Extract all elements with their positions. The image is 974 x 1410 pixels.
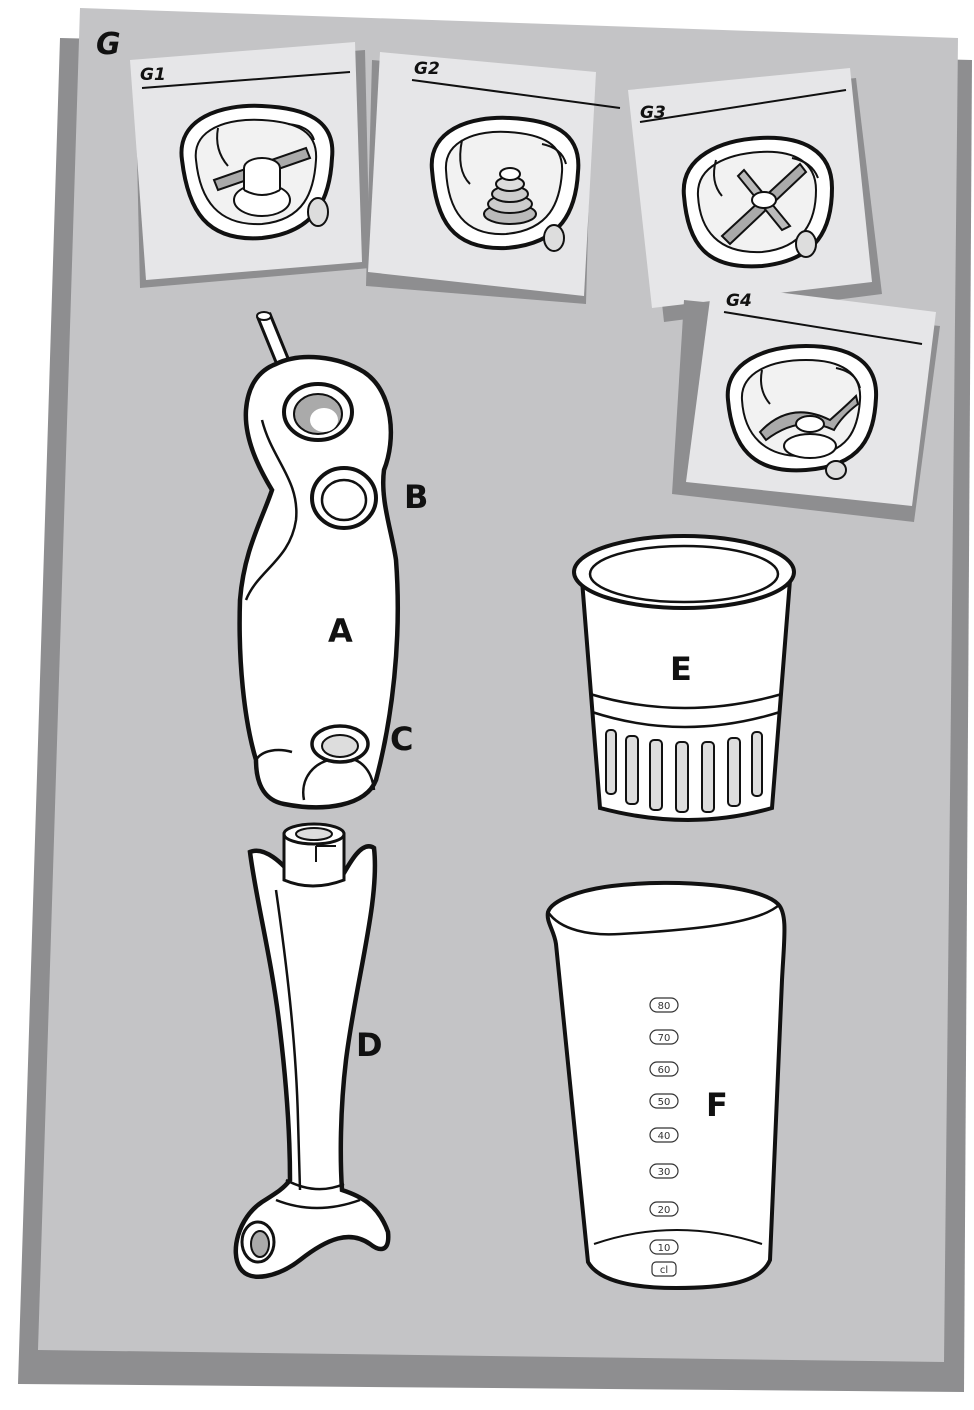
label-d: D [356,1026,383,1064]
bowl-top-view-icon [681,135,835,269]
inset-label: G1 [140,65,166,85]
svg-text:20: 20 [658,1205,671,1216]
label-b: B [404,478,428,516]
blender-shaft [233,822,391,1279]
inset-label: G4 [726,291,752,311]
graduation-mark: 40 [649,1127,679,1143]
label-f: F [706,1086,728,1124]
beaker-graduations: 80 70 60 50 40 30 20 10 cl [649,997,679,1277]
section-label: G [96,27,121,62]
inset-g2: G2 [366,52,621,304]
graduation-mark: 20 [649,1201,679,1217]
measuring-beaker: 80 70 60 50 40 30 20 10 cl [545,880,787,1291]
svg-text:cl: cl [660,1265,668,1276]
label-a: A [328,612,353,650]
svg-text:30: 30 [658,1167,671,1178]
speed-button-b [310,466,378,530]
svg-text:70: 70 [658,1033,671,1044]
graduation-mark: 50 [649,1093,679,1109]
svg-text:40: 40 [658,1131,671,1142]
bowl-vents [605,729,763,813]
inset-g4: G4 [672,284,940,522]
bowl-top-view-icon [725,343,879,480]
inset-g3: G3 [628,68,882,322]
svg-text:10: 10 [658,1243,671,1254]
graduation-mark: 80 [649,997,679,1013]
svg-text:50: 50 [658,1097,671,1108]
label-c: C [390,720,413,758]
graduation-mark: 60 [649,1061,679,1077]
svg-text:80: 80 [658,1001,671,1012]
speed-button-c [310,724,370,764]
graduation-mark: 70 [649,1029,679,1045]
inset-label: G3 [640,103,666,123]
svg-text:60: 60 [658,1065,671,1076]
inset-label: G2 [414,59,440,79]
graduation-mark: 30 [649,1163,679,1179]
label-e: E [670,650,692,688]
graduation-mark: 10 [649,1239,679,1255]
bowl-top-view-icon [179,103,335,241]
chopper-bowl [572,534,796,822]
bowl-top-view-icon [429,115,581,252]
inset-g1: G1 [130,42,370,288]
graduation-unit: cl [651,1261,677,1277]
